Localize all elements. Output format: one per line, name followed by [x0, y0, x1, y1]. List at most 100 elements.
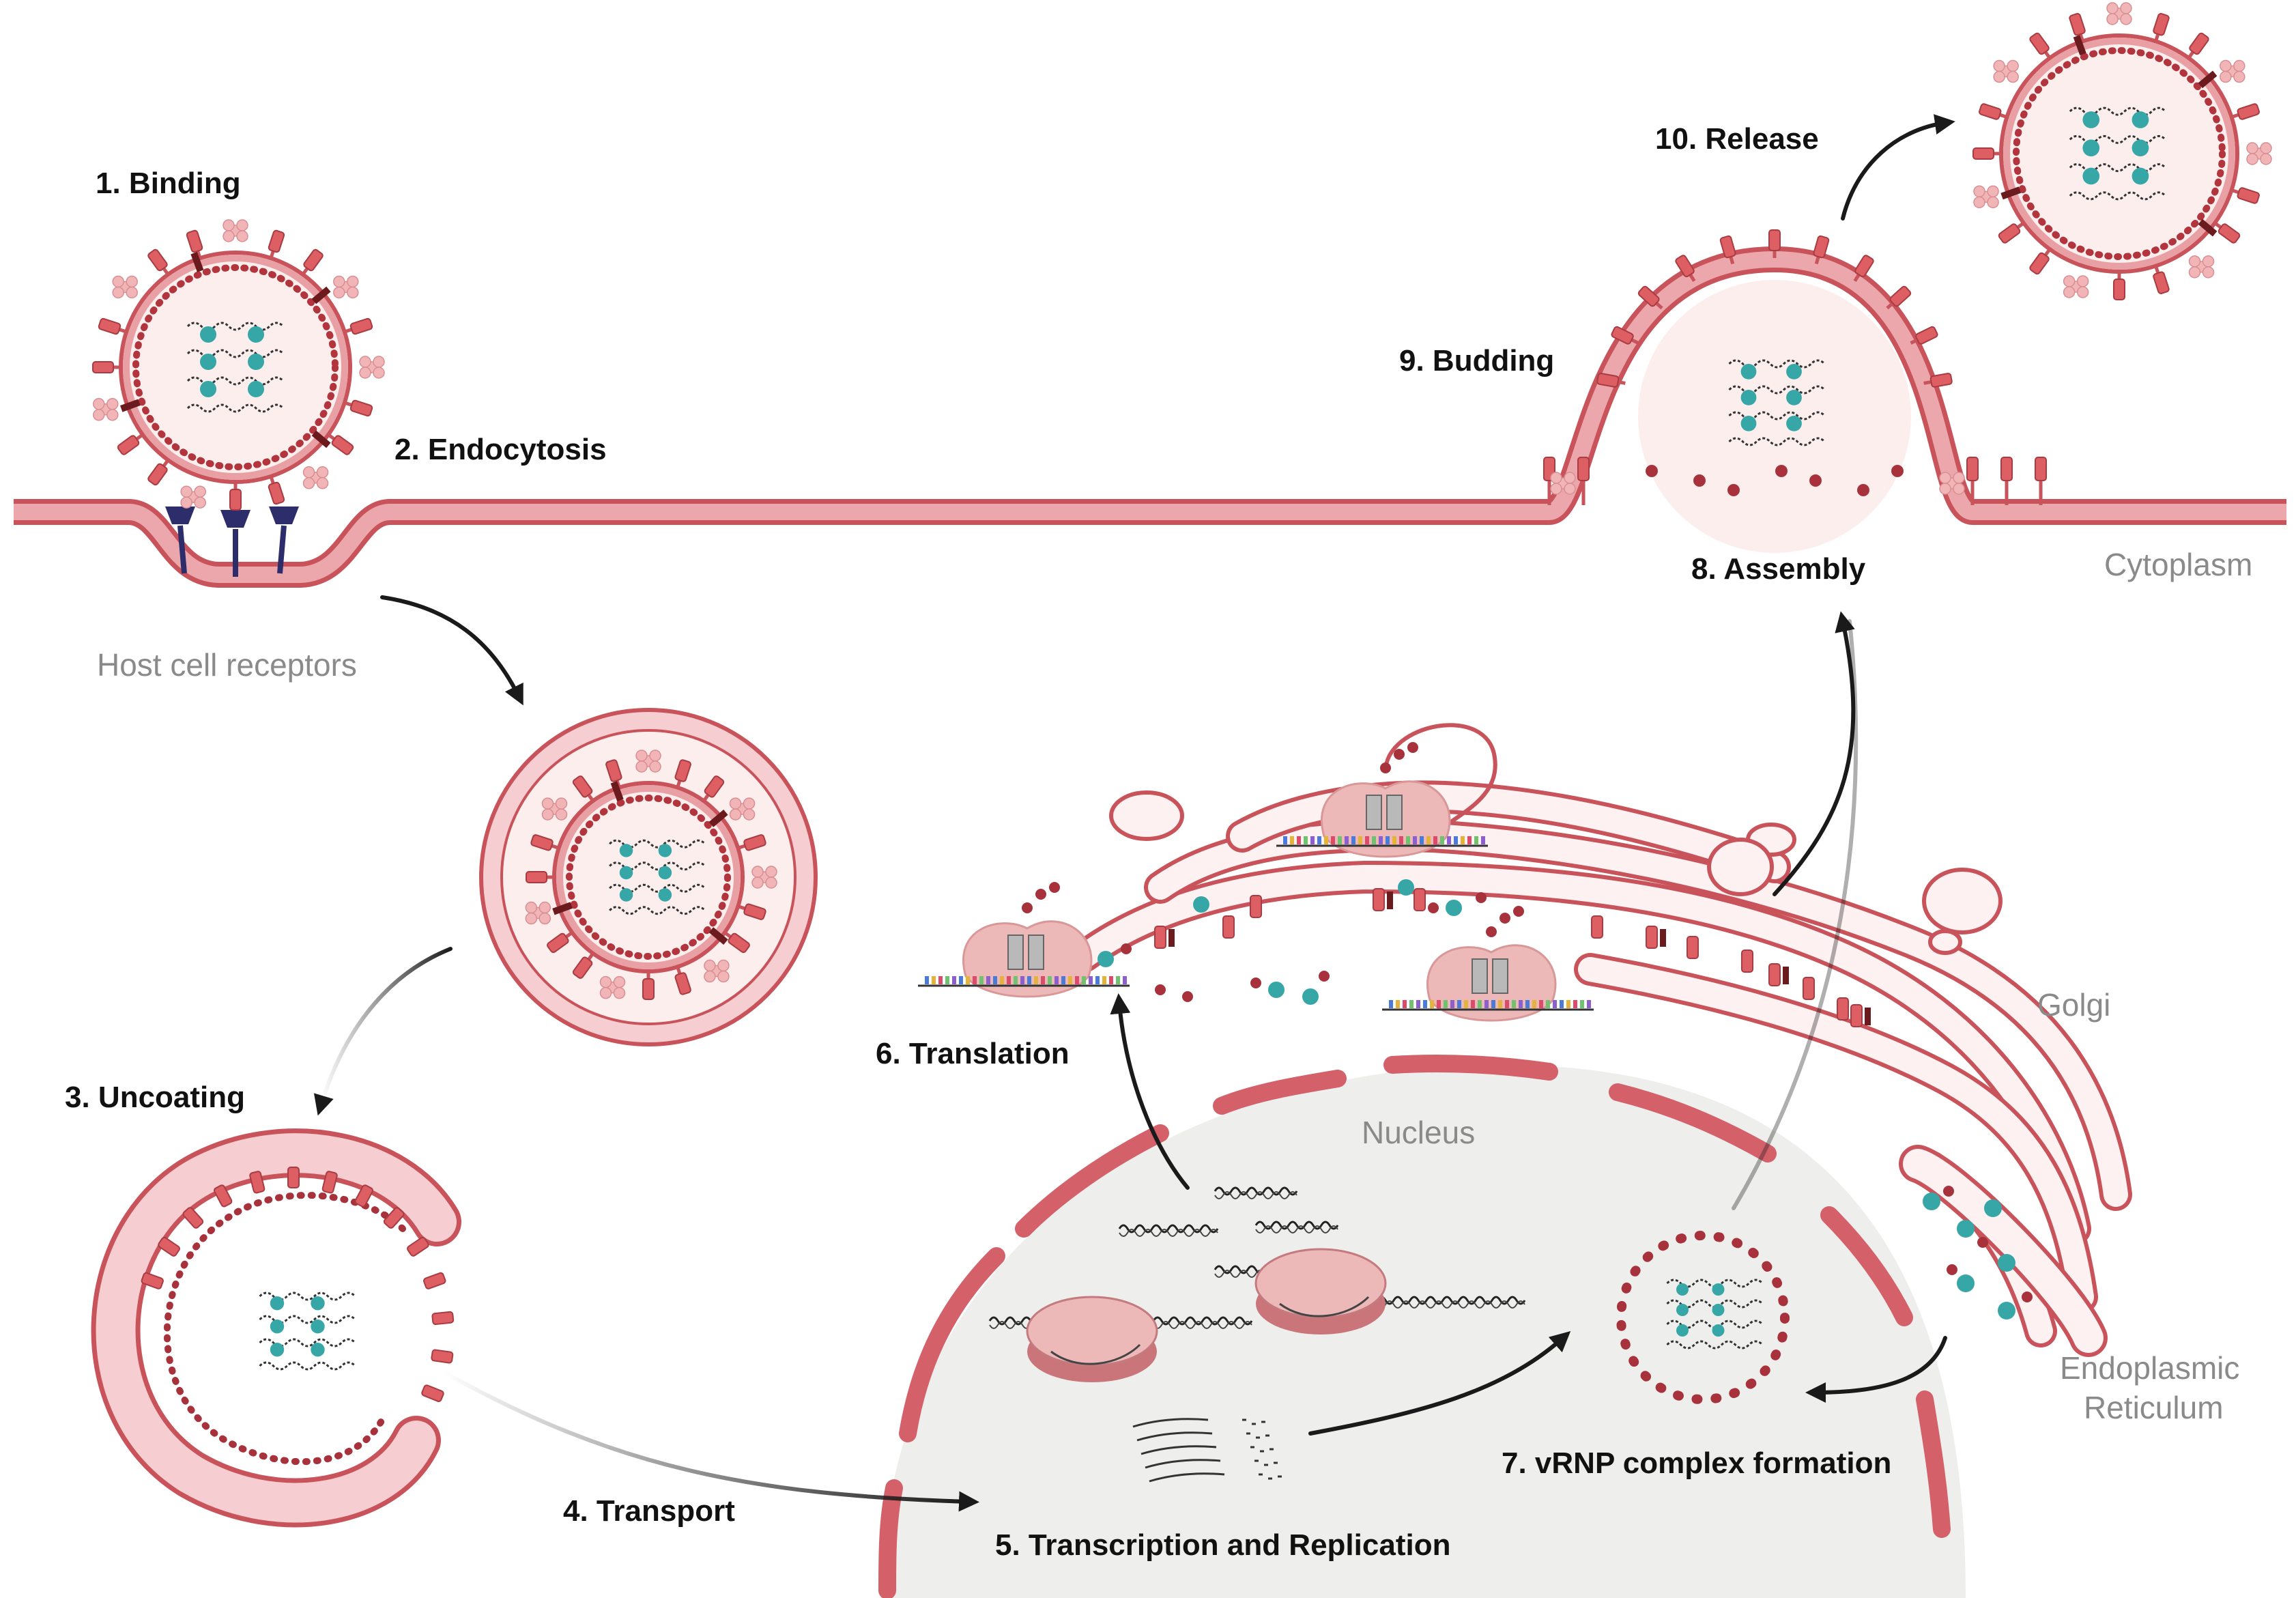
- label-assembly: 8. Assembly: [1691, 552, 1866, 586]
- nucleoprotein: [270, 1319, 285, 1334]
- nuclear-envelope-segment: [1015, 1124, 1169, 1238]
- arrow-vrnp-in: [1308, 1331, 1571, 1436]
- m2-channel: [311, 430, 331, 448]
- nuclear-envelope-segment: [899, 1247, 1005, 1442]
- nuclear-envelope-segment: [878, 1479, 903, 1598]
- nucleoprotein: [248, 354, 264, 370]
- m2-channel: [2198, 218, 2218, 237]
- hemagglutinin-spike: [1637, 285, 1660, 307]
- neuraminidase: [2220, 59, 2245, 83]
- nucleoprotein: [248, 326, 264, 343]
- m2-channel: [610, 781, 624, 801]
- rna-helix: [1254, 1221, 1339, 1230]
- neuraminidase: [1993, 59, 2019, 83]
- ribosome-translation-complex: [1382, 906, 1594, 1022]
- hemagglutinin-spike: [1966, 457, 1979, 481]
- matrix-protein: [1943, 1186, 1954, 1197]
- matrix-protein: [1182, 991, 1193, 1002]
- hemagglutinin-spike: [268, 481, 285, 505]
- hemagglutinin-spike: [117, 435, 140, 455]
- hemagglutinin-spike: [1768, 963, 1781, 986]
- nucleoprotein: [1740, 416, 1757, 431]
- label-er-line2: Reticulum: [2084, 1390, 2224, 1425]
- neuraminidase: [704, 959, 730, 983]
- viral-rna-segment: [1666, 1340, 1764, 1350]
- hemagglutinin-spike: [1889, 285, 1912, 307]
- neuraminidase: [359, 356, 385, 379]
- hemagglutinin-spike: [674, 972, 691, 995]
- hemagglutinin-spike: [268, 229, 285, 253]
- viral-rna-segment: [2069, 134, 2166, 144]
- hemagglutinin-spike: [2029, 32, 2050, 55]
- mrna-strand: [1140, 1445, 1217, 1455]
- hemagglutinin-spike: [321, 1171, 338, 1194]
- nuclear-envelope-segment: [1820, 1206, 1913, 1326]
- m2-channel: [2000, 186, 2022, 200]
- hemagglutinin-spike: [92, 361, 114, 373]
- viral-rna-segment: [259, 1361, 356, 1371]
- neuraminidase: [333, 275, 359, 299]
- matrix-protein: [1428, 902, 1439, 913]
- hemagglutinin-spike: [1998, 223, 2021, 244]
- vrnp-complex: [1616, 1231, 1790, 1404]
- nuclear-envelope-segment: [1213, 1070, 1347, 1115]
- nucleoprotein: [619, 844, 633, 857]
- nucleoprotein: [2082, 139, 2100, 157]
- neuraminidase: [2063, 275, 2089, 298]
- host-cell-receptors: [165, 506, 299, 577]
- hemagglutinin-spike: [1837, 997, 1849, 1021]
- m2-channel: [1865, 1008, 1871, 1025]
- hemagglutinin-spike: [1803, 977, 1815, 1000]
- neuraminidase: [729, 797, 756, 821]
- hemagglutinin-spike: [2035, 457, 2047, 481]
- label-budding: 9. Budding: [1399, 344, 1554, 377]
- process-arrows: [313, 114, 1955, 1512]
- viral-rna-segment: [186, 349, 285, 358]
- hemagglutinin-spike: [2153, 271, 2170, 294]
- mrna-strand: [1136, 1431, 1213, 1442]
- hemagglutinin-spike: [147, 248, 168, 272]
- m2-channel: [2073, 35, 2086, 56]
- viral-rna-segment: [186, 376, 285, 386]
- arrow-er-to-vrnp: [1805, 1336, 1947, 1403]
- nucleus: [878, 1055, 1966, 1598]
- viral-rna-segment: [1728, 359, 1826, 369]
- nuclear-envelope: [878, 1055, 1951, 1598]
- neuraminidase: [223, 219, 248, 242]
- label-nucleus: Nucleus: [1362, 1115, 1475, 1150]
- hemagglutinin-spike: [182, 1207, 204, 1229]
- neuraminidase: [112, 275, 138, 299]
- golgi-er-cisternae: [1069, 723, 2132, 1347]
- hemagglutinin-spike: [743, 903, 766, 920]
- hemagglutinin-spike: [2000, 457, 2013, 481]
- nucleoprotein: [1786, 364, 1802, 380]
- rna-polymerase: [1254, 1248, 1387, 1335]
- hemagglutinin-spike: [229, 489, 242, 511]
- hemagglutinin-spike: [1577, 457, 1590, 481]
- hemagglutinin-spike: [158, 1236, 180, 1257]
- m2-channel: [1783, 967, 1789, 984]
- label-release: 10. Release: [1655, 122, 1819, 156]
- arrow-to-uncoating: [313, 947, 453, 1116]
- nucleoprotein: [1268, 982, 1285, 998]
- mrna-strand: [1145, 1459, 1221, 1469]
- label-vrnp: 7. vRNP complex formation: [1502, 1446, 1891, 1480]
- rna-polymerase: [1026, 1296, 1158, 1382]
- nucleoprotein: [2082, 111, 2100, 128]
- hemagglutinin-spike: [1813, 235, 1830, 259]
- hemagglutinin-spike: [1854, 255, 1874, 278]
- hemagglutinin-spike: [407, 1236, 429, 1257]
- viral-rna-segment: [2069, 163, 2166, 173]
- hemagglutinin-spike: [572, 775, 593, 798]
- nucleoprotein: [2082, 167, 2100, 185]
- nucleoprotein: [1957, 1274, 1975, 1292]
- matrix-protein-layer: [566, 795, 731, 960]
- nucleoprotein: [1676, 1324, 1689, 1337]
- hemagglutinin-spike: [1915, 326, 1938, 345]
- viral-rna-segment: [1728, 411, 1826, 420]
- nucleoprotein: [658, 844, 672, 857]
- rna-helix: [1214, 1186, 1298, 1196]
- matrix-protein-ring: [1616, 1231, 1790, 1404]
- nucleoprotein: [311, 1343, 325, 1357]
- hemagglutinin-spike: [431, 1311, 455, 1326]
